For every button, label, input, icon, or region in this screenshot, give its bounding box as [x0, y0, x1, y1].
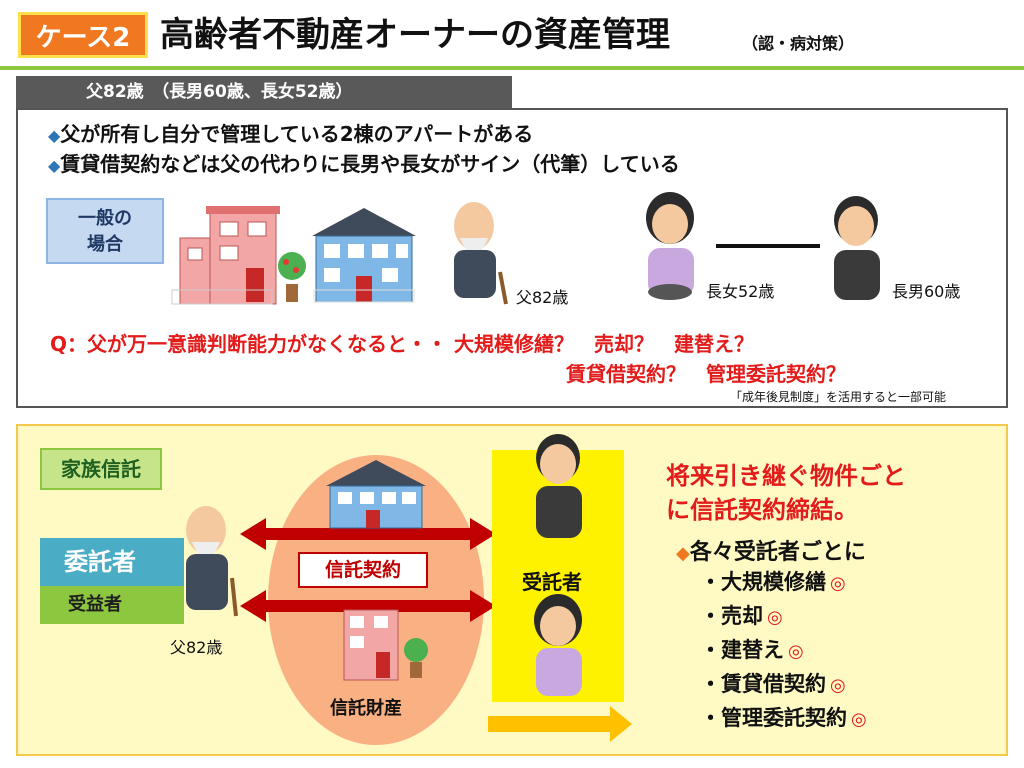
bullet-1: ◆父が所有し自分で管理している2棟のアパートがある	[48, 122, 534, 146]
father-label: 父82歳	[516, 288, 569, 307]
bullet-2: ◆賃貸借契約などは父の代わりに長男や長女がサイン（代筆）している	[48, 152, 680, 176]
header-rule	[0, 66, 1024, 70]
right-arrow-icon	[488, 706, 632, 742]
question-line-1: Q：父が万一意識判断能力がなくなると・・ 大規模修繕？ 売却？ 建替え？	[50, 332, 754, 356]
tree-icon	[278, 252, 306, 302]
old-man-icon	[454, 202, 508, 305]
diamond-icon: ◆	[48, 156, 61, 175]
trust-father-label: 父82歳	[170, 638, 223, 657]
pink-apartment-icon	[171, 206, 280, 305]
son-label: 長男60歳	[892, 282, 961, 301]
list-item: ・建替え◎	[700, 638, 804, 662]
page-title: 高齢者不動産オーナーの資産管理	[160, 15, 670, 55]
trust-headline-2: に信託契約締結。	[666, 496, 858, 524]
trust-item-list: ・大規模修繕◎ ・売却◎ ・建替え◎ ・賃貸借契約◎ ・管理委託契約◎	[700, 566, 867, 736]
trust-contract-label: 信託契約	[298, 552, 428, 588]
question-line-2: 賃貸借契約？ 管理委託契約？	[566, 362, 846, 386]
general-case-label: 一般の 場合	[46, 198, 164, 264]
trust-subhead: ◆各々受託者ごとに	[676, 540, 866, 565]
page-subtitle: （認・病対策）	[742, 34, 855, 53]
family-trust-tag: 家族信託	[40, 448, 162, 490]
list-item: ・賃貸借契約◎	[700, 672, 846, 696]
double-circle-icon: ◎	[851, 709, 867, 730]
list-item: ・管理委託契約◎	[700, 706, 867, 730]
settlor-box: 委託者	[40, 538, 184, 586]
trustee-label: 受託者	[522, 570, 582, 594]
list-item: ・売却◎	[700, 604, 783, 628]
guardianship-note: 「成年後見制度」を活用すると一部可能	[730, 390, 947, 404]
double-circle-icon: ◎	[767, 607, 783, 628]
daughter-icon	[646, 192, 694, 300]
tree-icon	[404, 638, 428, 678]
double-arrow-icon	[240, 518, 496, 622]
diamond-icon: ◆	[676, 543, 690, 564]
daughter-label: 長女52歳	[706, 282, 775, 301]
list-item: ・大規模修繕◎	[700, 570, 846, 594]
pink-apartment-icon	[343, 609, 399, 681]
case-badge-label: ケース2	[35, 22, 131, 53]
beneficiary-box: 受益者	[40, 586, 184, 624]
family-bar: 父82歳 （長男60歳、長女52歳）	[16, 76, 512, 108]
general-case-illustration	[171, 192, 880, 305]
son-icon	[834, 196, 880, 300]
daughter-icon	[534, 594, 582, 696]
trust-headline-1: 将来引き継ぐ物件ごと	[666, 462, 906, 490]
trust-illustration	[186, 434, 632, 745]
blue-apartment-icon	[326, 460, 426, 529]
diamond-icon: ◆	[48, 126, 61, 145]
trust-property-label: 信託財産	[330, 698, 402, 719]
blue-apartment-icon	[312, 208, 416, 303]
old-man-icon	[186, 506, 238, 617]
double-circle-icon: ◎	[788, 641, 804, 662]
son-icon	[536, 434, 582, 538]
double-circle-icon: ◎	[830, 573, 846, 594]
double-circle-icon: ◎	[830, 675, 846, 696]
case-badge: ケース2	[18, 12, 148, 58]
